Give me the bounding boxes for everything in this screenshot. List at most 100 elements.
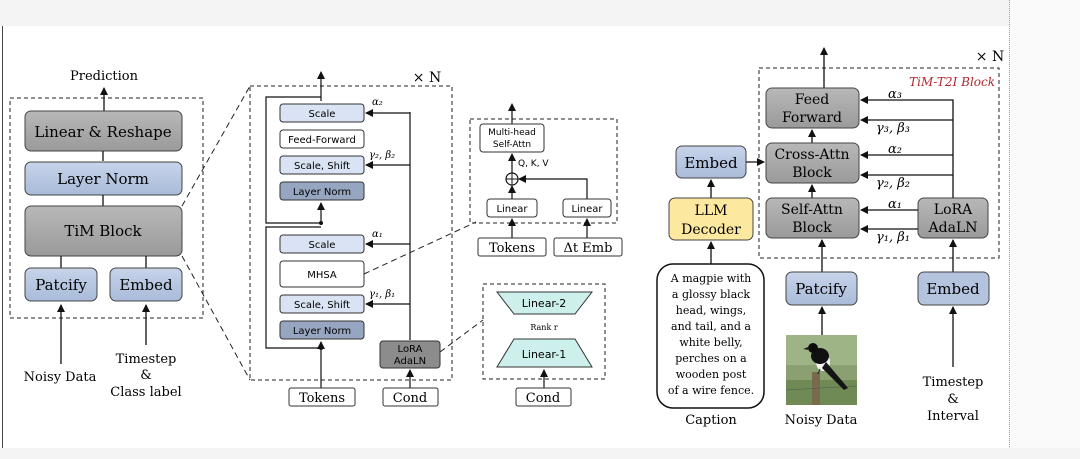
cross-attn-line-2: Block (792, 165, 832, 181)
multihead-box (479, 123, 545, 153)
linear-left-label: Linear (496, 204, 528, 215)
right-panel: × N TiM-T2I Block Feed Forward Cross-Att… (656, 47, 1004, 428)
attn-tokens-box (477, 237, 547, 257)
linear2-label: Linear-2 (522, 297, 566, 310)
linear-right-label: Linear (571, 204, 603, 215)
layer-norm-bottom-box (279, 320, 365, 340)
right-embed2-label: Embed (926, 280, 980, 298)
model-dashed-frame (9, 97, 204, 319)
feed-forward-label: Feed-Forward (288, 135, 356, 146)
embed-box (109, 267, 183, 302)
block-title: TiM-T2I Block (909, 75, 995, 89)
top-strip (0, 0, 1080, 26)
dt-emb-box (553, 237, 623, 257)
layer-norm-top-label: Layer Norm (293, 187, 351, 198)
scale-shift-top-label: Scale, Shift (294, 161, 350, 172)
linear-left-box (486, 198, 538, 218)
right-alpha1: α₁ (888, 197, 902, 212)
scale-shift-top-box (279, 155, 365, 175)
feed-forward-block (765, 87, 860, 129)
caption-line-8: of a wire fence. (668, 384, 754, 397)
lora-adaln-box (379, 340, 441, 369)
right-patcify-box (785, 271, 858, 306)
linear1-label: Linear-1 (522, 348, 566, 361)
right-embed2-box (917, 271, 990, 306)
noisy-data-label: Noisy Data (24, 370, 97, 385)
right-alpha3: α₃ (888, 87, 902, 102)
attention-dashed-frame (469, 118, 618, 224)
tokens-label: Tokens (299, 391, 345, 406)
right-margin (1009, 0, 1080, 459)
cross-attn-block (765, 142, 860, 184)
caption-line-6: perches on a (675, 352, 747, 365)
linear1-trapezoid (496, 338, 593, 368)
times-n-label: × N (413, 70, 441, 86)
bottom-strip (0, 448, 1080, 459)
attention-detail: Multi-head Self-Attn Q, K, V Linear Line… (469, 103, 623, 257)
timestep-line-1: Timestep (116, 352, 177, 367)
llm-line-2: Decoder (681, 222, 741, 238)
caption-line-7: wooden post (676, 368, 747, 381)
gamma2-beta2-label: γ₂, β₂ (369, 150, 395, 161)
caption-box (656, 263, 765, 409)
tim-block-label: TiM Block (64, 222, 142, 240)
right-gamma2-beta2: γ₂, β₂ (876, 176, 910, 191)
right-times-n-label: × N (976, 49, 1004, 65)
patcify-label: Patcify (35, 276, 87, 294)
layer-norm-bottom-label: Layer Norm (293, 326, 351, 337)
self-attn-line-2: Block (792, 220, 832, 236)
left-panel: Prediction Linear & Reshape Layer Norm T… (9, 69, 251, 400)
mhsa-label: MHSA (307, 270, 337, 281)
lora-detail: Linear-2 Rank r Linear-1 Cond (482, 283, 606, 407)
right-timestep-line-1: Timestep (923, 375, 984, 390)
layer-norm-top-box (279, 181, 365, 201)
cross-attn-line-1: Cross-Attn (774, 147, 849, 163)
right-gamma1-beta1: γ₁, β₁ (876, 230, 910, 245)
timestep-line-2: & (140, 368, 152, 383)
block-dashed-frame (249, 85, 453, 381)
scale-shift-bottom-label: Scale, Shift (294, 300, 350, 311)
scale-shift-bottom-box (279, 294, 365, 314)
caption-line-3: head, wings, (676, 304, 746, 317)
right-gamma3-beta3: γ₃, β₃ (876, 121, 910, 136)
scale-bottom-box (279, 234, 365, 254)
right-patcify-label: Patcify (795, 280, 847, 298)
caption-line-1: A magpie with (670, 272, 751, 285)
gamma1-beta1-label: γ₁, β₁ (369, 289, 395, 300)
scale-top-box (279, 103, 365, 123)
caption-line-4: and tail, and a (671, 320, 751, 333)
right-noisy-data-label: Noisy Data (785, 413, 858, 428)
multihead-line-1: Multi-head (488, 128, 536, 138)
right-timestep-line-2: & (947, 392, 959, 407)
right-embed-label: Embed (684, 154, 738, 172)
self-attn-line-1: Self-Attn (781, 202, 843, 218)
prediction-label: Prediction (70, 69, 139, 84)
linear-reshape-label: Linear & Reshape (34, 123, 171, 141)
middle-panel: × N Scale Feed-Forward Scale, Shift Laye… (249, 70, 484, 407)
feed-forward-line-2: Forward (782, 110, 842, 126)
qkv-label: Q, K, V (518, 159, 549, 169)
tim-block-box (24, 205, 183, 257)
feed-forward-line-1: Feed (795, 92, 830, 108)
caption-line-5: white belly, (679, 336, 742, 349)
lora-cond-box (515, 387, 572, 407)
feed-forward-box (279, 129, 365, 149)
dt-emb-label: Δt Emb (564, 241, 613, 256)
alpha1-label: α₁ (372, 229, 383, 240)
lora-line-2: AdaLN (394, 356, 426, 367)
caption-label: Caption (685, 413, 737, 428)
self-attn-block (765, 197, 860, 239)
layer-norm-label: Layer Norm (57, 170, 149, 188)
lora-line-1: LoRA (398, 344, 423, 355)
right-alpha2: α₂ (888, 142, 902, 157)
llm-line-1: LLM (695, 203, 728, 219)
rank-label: Rank r (530, 323, 558, 332)
scale-bottom-label: Scale (309, 240, 336, 251)
linear2-trapezoid (495, 291, 594, 315)
magpie-photo (785, 335, 858, 405)
caption-line-2: a glossy black (672, 288, 751, 301)
lora-cond-label: Cond (526, 391, 560, 406)
linear-right-box (562, 198, 612, 218)
